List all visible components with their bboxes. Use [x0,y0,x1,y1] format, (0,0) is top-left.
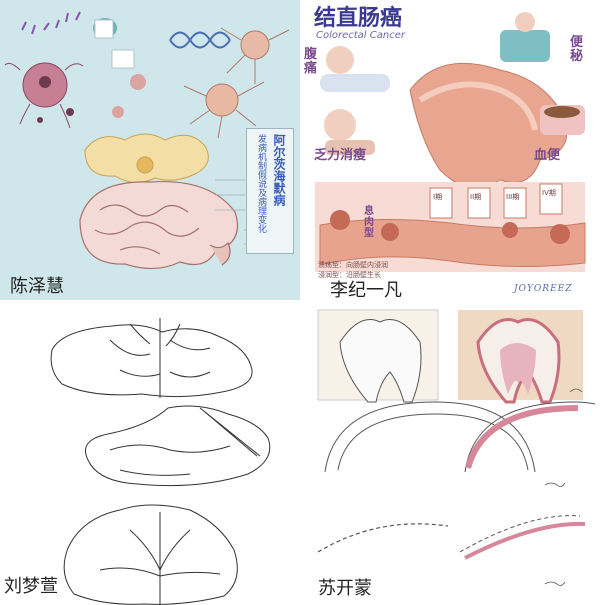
stage-2: II期 [470,193,482,201]
colorectal-subtitle: Colorectal Cancer [316,30,405,41]
colorectal-illustration [300,0,600,272]
section-label: 息肉型 [364,206,374,239]
colon-shape [409,62,568,189]
colorectal-title: 结直肠癌 [314,6,403,31]
alzheimer-title-line1: 阿尔茨海默病 [272,134,286,206]
stage-1: I期 [433,193,443,201]
symptom-bottom-left: 乏力消瘦 [314,148,367,163]
author-label: 李纪一凡 [330,280,402,301]
author-label: 苏开蒙 [318,578,372,599]
author-label: 陈泽慧 [10,276,64,297]
symptom-bottom-right: 血便 [534,148,561,163]
section-middle [85,405,271,487]
label-boxes [94,19,135,69]
alzheimer-title-line2: 发病机制假说及病理变化 [256,134,266,233]
signature: JOYOREEZ [514,284,573,294]
section-top [50,318,253,398]
dental-illustrations [317,309,596,586]
panel-alzheimer: 阿尔茨海默病 发病机制假说及病理变化 陈泽慧 [0,0,300,300]
tumor-clusters [330,210,570,244]
dental-arch-lower-left [317,523,449,553]
panel-line-sections: 刘梦萱 [0,300,300,605]
stage-4: IV期 [542,189,556,197]
signature-scribbles [544,388,583,586]
symptom-top-right: 便秘 [570,35,584,64]
dental-arch-lower-right [459,515,586,560]
toilet-icon [540,105,585,135]
alzheimer-title-box [246,128,294,254]
alzheimer-illustration [4,11,290,270]
brain-illustration [79,180,239,270]
protein-particles [21,11,81,35]
stage-markers [429,183,563,219]
person-left [320,46,390,92]
neuron-right [220,27,290,84]
dental-arch-right [464,401,596,473]
stage-3: III期 [506,193,520,201]
neuron-small [112,74,146,118]
neuron-dark [37,76,74,123]
legend-line-2: 浸润型：沿肠壁生长 [318,271,381,279]
author-label: 刘梦萱 [4,576,58,597]
tooth-outline-left [317,309,439,403]
symptom-top-left: 腹痛 [304,47,318,76]
legend-line-1: 溃疡型：向肠壁内浸润 [318,261,388,269]
dna-helix [169,31,231,49]
neuron-middle [183,81,265,139]
hippocampus-section [84,133,209,183]
panel-dental: 苏开蒙 [300,302,600,605]
neuron-plaque [4,62,84,129]
dental-arch-left [324,401,536,473]
line-drawings [50,318,271,605]
person-bottom-left [324,109,375,155]
person-right [500,12,550,62]
section-bottom [63,504,238,605]
panel-colorectal: 结直肠癌 Colorectal Cancer 腹痛 便秘 乏力消瘦 血便 I期 … [300,0,600,302]
tooth-colored-right [458,310,583,404]
